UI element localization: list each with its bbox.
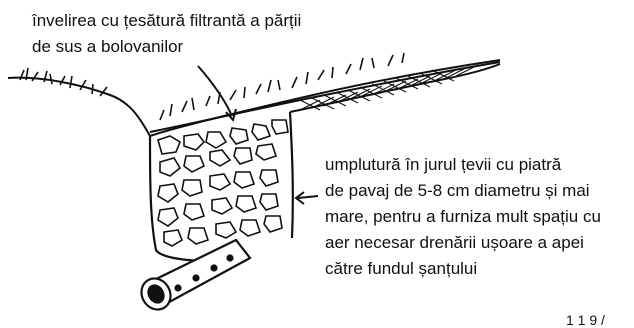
stone-fill-label: umplutură în jurul țevii cu piatră de pa… xyxy=(325,152,601,282)
fabric-label: învelirea cu țesătură filtrantă a părții… xyxy=(32,8,301,60)
grass-tufts xyxy=(20,53,404,120)
stone-fill-label-line: mare, pentru a furniza mult spațiu cu xyxy=(325,204,601,230)
stone-fill-label-line: către fundul șanțului xyxy=(325,256,601,282)
stone-fill-label-line: aer necesar drenării ușoare a apei xyxy=(325,230,601,256)
fabric-label-line: învelirea cu țesătură filtrantă a părții xyxy=(32,8,301,34)
stone-fill-label-line: de pavaj de 5-8 cm diametru și mai xyxy=(325,178,601,204)
drain-pipe xyxy=(136,240,250,315)
page-number: 1 1 9 / xyxy=(566,312,605,328)
stone-fill xyxy=(158,120,288,246)
stone-fill-label-line: umplutură în jurul țevii cu piatră xyxy=(325,152,601,178)
fabric-label-line: de sus a bolovanilor xyxy=(32,34,301,60)
